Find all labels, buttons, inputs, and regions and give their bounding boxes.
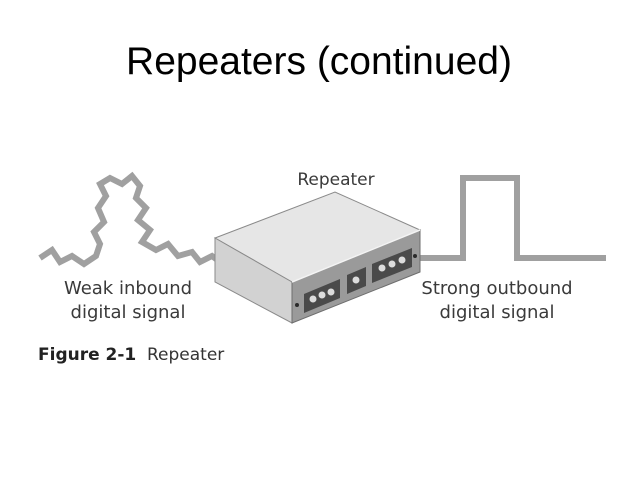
port-group-left xyxy=(304,279,340,313)
figure-caption-text: Repeater xyxy=(147,345,224,365)
port-group-right xyxy=(372,248,412,283)
device-label: Repeater xyxy=(297,170,374,190)
repeater-device xyxy=(213,191,422,324)
figure-caption-number: Figure 2-1 xyxy=(38,345,136,365)
slide-title: Repeaters (continued) xyxy=(126,40,512,83)
weak-signal-waveform xyxy=(38,171,222,268)
weak-signal-label-line2: digital signal xyxy=(71,302,186,323)
strong-signal-label-line2: digital signal xyxy=(440,302,555,323)
strong-signal-label-line1: Strong outbound xyxy=(421,278,572,299)
port-group-middle xyxy=(347,267,366,294)
strong-signal-waveform xyxy=(418,175,606,261)
weak-signal-label-line1: Weak inbound xyxy=(64,278,192,299)
